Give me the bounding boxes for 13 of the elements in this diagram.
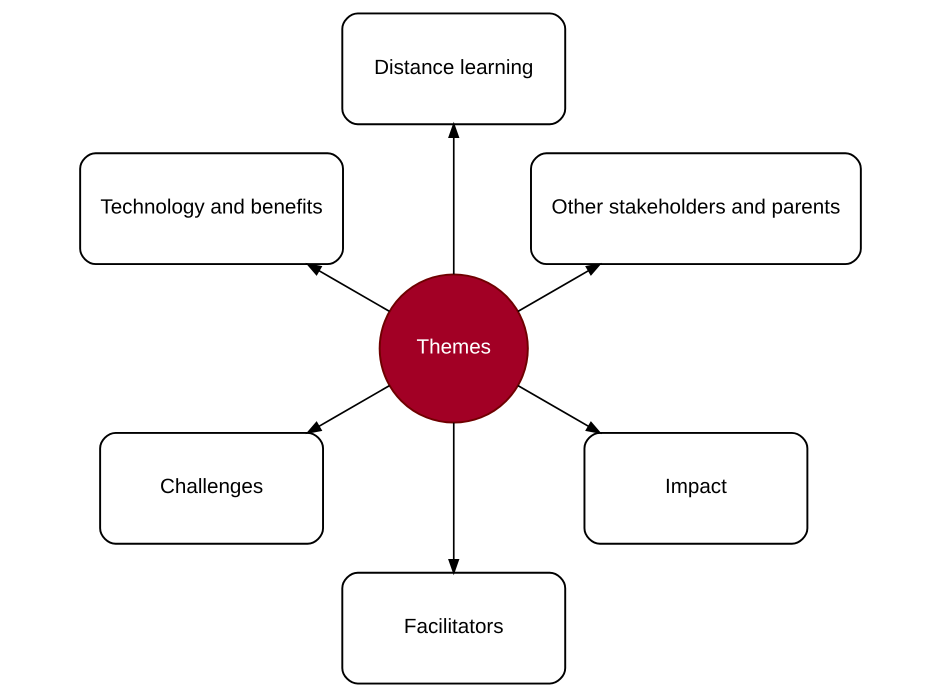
node-box: Distance learning	[341, 12, 566, 126]
arrow	[448, 122, 460, 274]
node-box: Facilitators	[341, 572, 566, 684]
arrow	[518, 262, 602, 312]
arrow	[305, 384, 390, 434]
arrow	[518, 384, 602, 434]
node-box: Challenges	[99, 432, 324, 545]
node-box: Other stakeholders and parents	[530, 152, 862, 266]
arrow	[448, 422, 460, 576]
node-box: Technology and benefits	[79, 152, 344, 266]
node-circle: Themes	[378, 273, 529, 424]
node-box: Impact	[584, 432, 808, 545]
arrow	[305, 262, 390, 312]
